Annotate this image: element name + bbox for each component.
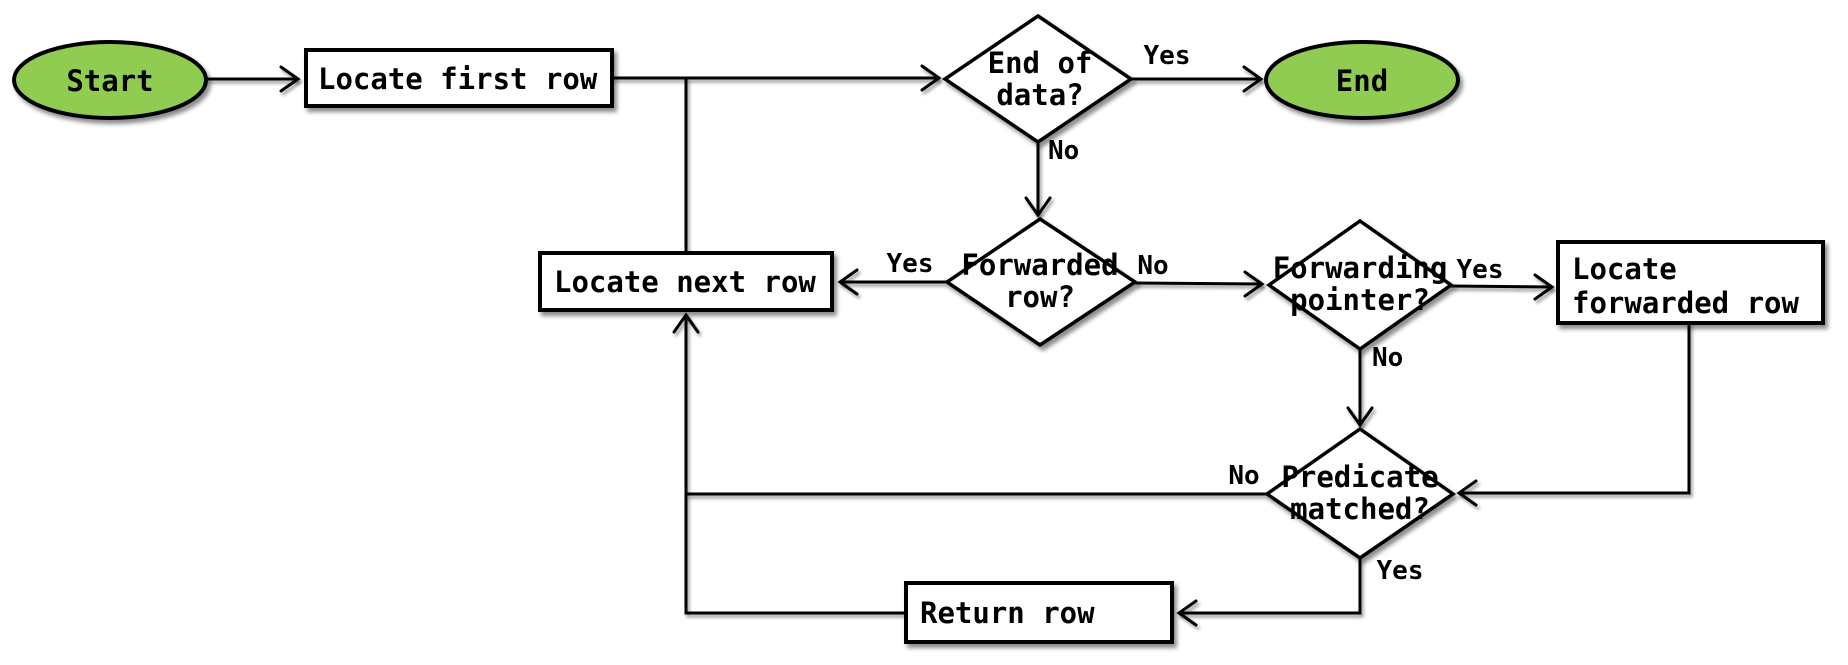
edge-line <box>1450 284 1553 289</box>
node-locate-next-row: Locate next row <box>538 251 834 312</box>
node-forwarded-row: Forwarded row? <box>943 216 1139 348</box>
edge-label-forwarding-pointer-no: No <box>1372 343 1403 373</box>
arrow-right-icon <box>1243 270 1265 298</box>
node-start: Start <box>12 40 208 120</box>
arrow-down-icon <box>1346 406 1374 428</box>
forwarded-row-label-line2: row? <box>1005 280 1075 314</box>
end-terminator-shape <box>1264 40 1460 120</box>
arrow-right-icon <box>279 65 301 93</box>
locate-next-row-label: Locate next row <box>554 265 816 299</box>
end-label: End <box>1336 64 1388 98</box>
edge-return-row-to-locate-next-row <box>672 312 906 615</box>
node-end-of-data: End of data? <box>941 13 1135 145</box>
arrow-right-icon <box>920 64 942 92</box>
end-of-data-label-line1: End of <box>988 46 1093 80</box>
end-of-data-shape <box>941 13 1135 145</box>
locate-first-row-label: Locate first row <box>318 62 598 96</box>
edge-forwarding-pointer-no-to-predicate-matched <box>1346 349 1374 428</box>
locate-first-row-shape <box>304 48 614 108</box>
edge-forwarded-row-yes-to-locate-next-row <box>837 268 947 296</box>
end-of-data-label-line2: data? <box>996 78 1083 112</box>
forwarded-row-label-line1: Forwarded <box>961 248 1118 282</box>
return-row-label: Return row <box>920 596 1095 630</box>
locate-forwarded-row-shape <box>1556 240 1825 325</box>
edge-label-end-of-data-yes: Yes <box>1144 41 1191 71</box>
edge-line <box>684 315 906 615</box>
arrow-down-icon <box>1024 196 1052 218</box>
predicate-matched-shape <box>1263 426 1457 561</box>
node-end: End <box>1264 40 1460 120</box>
edge-label-forwarded-row-no: No <box>1137 251 1168 281</box>
edge-predicate-matched-yes-to-return-row <box>1176 558 1362 627</box>
edge-line <box>1134 281 1263 286</box>
edge-end-of-data-no-to-forwarded-row <box>1024 142 1052 218</box>
edge-forwarding-pointer-yes-to-locate-forwarded-row <box>1450 273 1555 301</box>
edge-label-predicate-matched-no: No <box>1228 461 1259 491</box>
edge-start-to-locate-first-row <box>206 65 301 93</box>
arrow-left-icon <box>1176 599 1198 627</box>
start-terminator-shape <box>12 40 208 120</box>
locate-forwarded-row-label-line2: forwarded row <box>1572 286 1800 320</box>
node-forwarding-pointer: Forwarding pointer? <box>1265 218 1455 352</box>
edge-end-of-data-yes-to-end <box>1131 65 1264 93</box>
forwarded-row-shape <box>943 216 1139 348</box>
edge-line <box>1179 558 1362 615</box>
edge-forwarded-row-no-to-forwarding-pointer <box>1134 270 1265 298</box>
arrow-right-icon <box>1242 65 1264 93</box>
node-locate-forwarded-row: Locate forwarded row <box>1556 240 1825 325</box>
edge-label-predicate-matched-yes: Yes <box>1377 556 1424 586</box>
edges <box>206 64 1691 627</box>
nodes: Start Locate first row End of data? End … <box>12 13 1825 644</box>
edge-label-forwarded-row-yes: Yes <box>887 249 934 279</box>
edge-locate-first-row-to-end-of-data <box>612 64 942 92</box>
edge-locate-forwarded-row-to-predicate-matched <box>1456 323 1691 507</box>
edge-label-end-of-data-no: No <box>1048 136 1079 166</box>
arrow-left-icon <box>1456 479 1478 507</box>
forwarding-pointer-label-line1: Forwarding <box>1273 251 1448 285</box>
node-locate-first-row: Locate first row <box>304 48 614 108</box>
arrow-up-icon <box>672 312 700 334</box>
forwarding-pointer-label-line2: pointer? <box>1290 283 1430 317</box>
forwarding-pointer-shape <box>1265 218 1455 352</box>
predicate-matched-label-line2: matched? <box>1290 492 1430 526</box>
edge-labels: Yes No Yes No Yes No No Yes <box>887 41 1504 586</box>
predicate-matched-label-line1: Predicate <box>1281 460 1438 494</box>
locate-forwarded-row-label-line1: Locate <box>1572 252 1677 286</box>
node-return-row: Return row <box>904 581 1174 644</box>
node-predicate-matched: Predicate matched? <box>1263 426 1457 561</box>
arrow-right-icon <box>1533 273 1555 301</box>
start-label: Start <box>66 64 153 98</box>
locate-next-row-shape <box>538 251 834 312</box>
return-row-shape <box>904 581 1174 644</box>
arrow-left-icon <box>837 268 859 296</box>
edge-label-forwarding-pointer-yes: Yes <box>1457 255 1504 285</box>
edge-line <box>1459 323 1691 495</box>
